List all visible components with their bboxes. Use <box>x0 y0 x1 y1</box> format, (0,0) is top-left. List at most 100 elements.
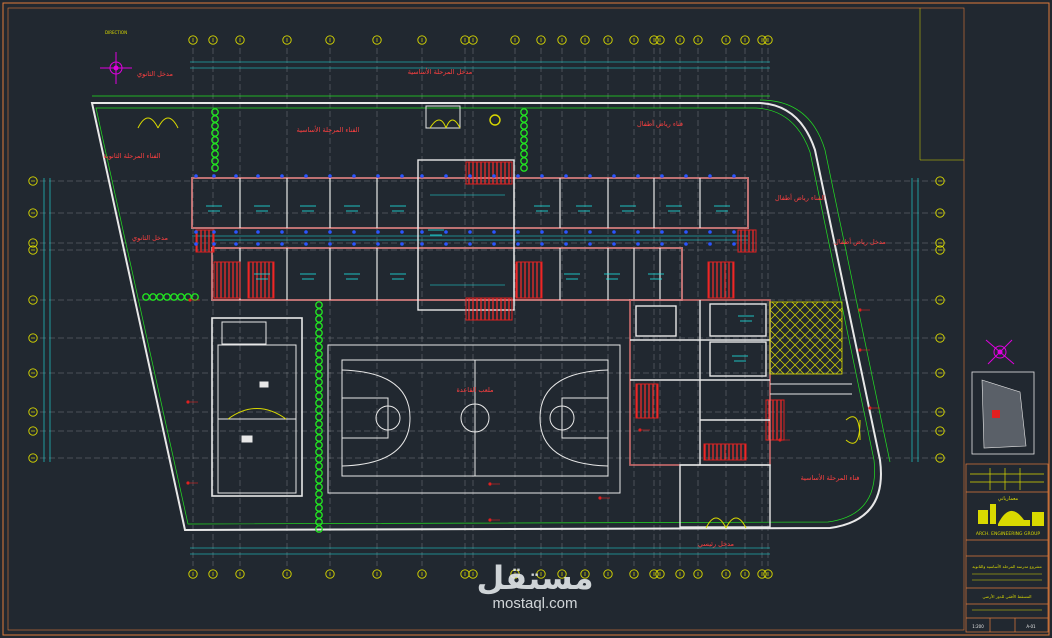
grid-bubble <box>675 35 685 45</box>
column-markers <box>194 174 736 246</box>
grid-bubble <box>757 569 767 579</box>
grid-bubble <box>235 569 245 579</box>
grid-bubble <box>208 35 218 45</box>
watermark-arabic: مستقل <box>476 559 594 597</box>
grid-bubble <box>935 208 945 218</box>
grid-bubble <box>235 35 245 45</box>
grid-bubble <box>325 35 335 45</box>
grid-bubble <box>417 569 427 579</box>
label-open-court: ملعب القاعدة <box>457 386 494 394</box>
classroom-partitions <box>239 178 701 300</box>
grid-bubble <box>468 569 478 579</box>
grid-bubble <box>536 35 546 45</box>
grid-bubble <box>536 569 546 579</box>
label-secondary-entrance: مدخل الثانوي <box>137 70 173 78</box>
north-arrow-side <box>985 339 1015 365</box>
grid-bubble <box>557 569 567 579</box>
basketball-court <box>327 344 621 494</box>
grid-bubble <box>208 569 218 579</box>
grid-bubble <box>28 238 38 248</box>
label-basic-lower: فناء المرحلة الأساسية <box>801 473 860 482</box>
grid-bubbles <box>28 35 945 579</box>
grid-bubble <box>603 569 613 579</box>
grid-bubble <box>935 333 945 343</box>
grid-bubble <box>28 295 38 305</box>
grid-bubble <box>325 569 335 579</box>
label-basic-stage: الفناء المرحلة الأساسية <box>297 125 360 134</box>
key-plan <box>971 371 1035 455</box>
grid-bubble <box>468 35 478 45</box>
grid-bubble <box>510 569 520 579</box>
grid-bubble <box>28 176 38 186</box>
grid-bubble <box>655 35 665 45</box>
north-arrow-top <box>100 52 132 84</box>
watermark-latin: mostaql.com <box>492 595 578 612</box>
grid-bubble <box>693 569 703 579</box>
grid-bubble <box>675 569 685 579</box>
classroom-block <box>191 177 749 301</box>
grid-bubble <box>28 407 38 417</box>
grid-bubble <box>935 453 945 463</box>
central-core <box>417 105 515 321</box>
grid-bubble <box>935 407 945 417</box>
grid-bubble <box>740 569 750 579</box>
grid-bubble <box>417 35 427 45</box>
trees <box>142 108 528 533</box>
sheet-title: المسقط الأفقي للدور الأرضي <box>982 594 1031 599</box>
grid-bubble <box>28 453 38 463</box>
grid-bubble <box>28 368 38 378</box>
grid-bubble <box>693 35 703 45</box>
grid-bubble <box>282 569 292 579</box>
grid-bubble <box>935 368 945 378</box>
sheet-frame-inner <box>7 7 965 631</box>
grid-bubble <box>372 569 382 579</box>
company-name: ARCH. ENGINEERING GROUP <box>976 531 1041 537</box>
grid-bubble <box>649 569 659 579</box>
grid-bubble <box>460 35 470 45</box>
grid-bubble <box>721 569 731 579</box>
room-label-marks <box>206 205 754 362</box>
grid-bubble <box>28 426 38 436</box>
grid-bubble <box>460 569 470 579</box>
label-basic-entrance: مدخل المرحلة الأساسية <box>408 67 473 76</box>
grid-lines-vertical <box>192 48 769 566</box>
grid-bubble <box>935 176 945 186</box>
grid-bubble <box>28 333 38 343</box>
grid-bubble <box>510 35 520 45</box>
football-pitch <box>211 317 303 497</box>
title-block-text-lines <box>972 573 1042 611</box>
label-kindergarten-entrance: مدخل رياض أطفال <box>834 237 886 246</box>
sheet-scale: 1:200 <box>972 624 984 629</box>
grid-bubble <box>580 35 590 45</box>
grid-bubble <box>188 35 198 45</box>
grid-bubble <box>740 35 750 45</box>
north-label: DIRECTION <box>105 30 127 35</box>
label-secondary-stage: الفناء المرحلة الثانوية <box>103 152 160 160</box>
label-main-entrance: مدخل رئيسي <box>698 540 734 548</box>
grid-bubble <box>629 35 639 45</box>
title-block <box>965 463 1049 633</box>
dimension-lines <box>43 61 919 555</box>
grid-bubble <box>372 35 382 45</box>
grid-bubble <box>580 569 590 579</box>
grid-bubble <box>28 245 38 255</box>
grid-bubble <box>629 569 639 579</box>
grid-bubble <box>282 35 292 45</box>
label-kindergarten-yard2: الفناء رياض أطفال <box>775 193 825 202</box>
area-labels: مدخل الثانوي الفناء المرحلة الثانوية الف… <box>103 67 885 548</box>
label-secondary-left: مدخل الثانوي <box>132 234 168 242</box>
grid-bubble <box>763 35 773 45</box>
grid-bubble <box>603 35 613 45</box>
grid-bubble <box>935 295 945 305</box>
grid-bubble <box>935 238 945 248</box>
site-boundary <box>90 95 891 532</box>
label-kindergarten-yard: فناء رياض أطفال <box>637 119 683 128</box>
grid-bubble <box>557 35 567 45</box>
grid-bubble <box>935 245 945 255</box>
company-logo <box>978 504 1044 526</box>
project-name: مشروع مدرسة المرحلة الأساسية والثانوية <box>972 564 1042 569</box>
grid-bubble <box>757 35 767 45</box>
mostaql-watermark: مستقل mostaql.com <box>470 560 600 612</box>
grid-bubble <box>935 426 945 436</box>
